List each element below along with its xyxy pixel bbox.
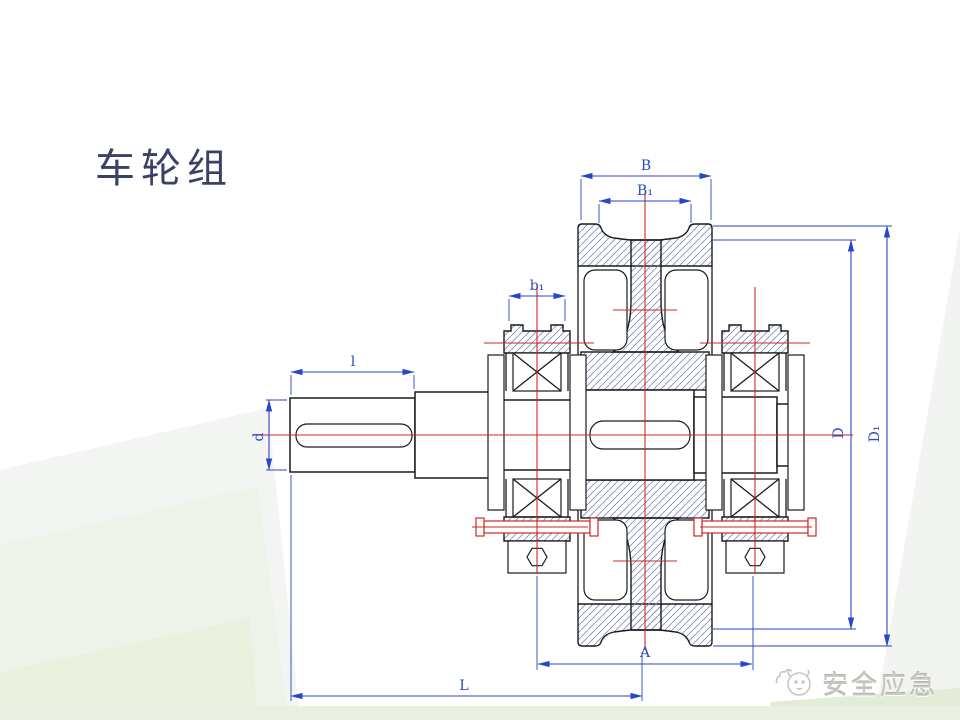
dimension-B: B — [580, 158, 712, 220]
dimension-L: L — [290, 475, 643, 701]
slide-title: 车轮组 — [95, 146, 233, 192]
centerlines — [253, 193, 853, 650]
right-bearing-assembly — [693, 324, 817, 574]
dimension-d: d — [251, 399, 287, 471]
dim-label-b1: b₁ — [530, 278, 545, 294]
dim-label-d: d — [251, 432, 267, 441]
dim-label-A: A — [639, 645, 651, 661]
sheep-logo-icon — [775, 668, 811, 696]
dimension-B1: B₁ — [598, 183, 692, 223]
dimension-D1: D₁ — [713, 225, 892, 647]
watermark: 安全应急 — [774, 665, 938, 702]
dim-label-D1: D₁ — [867, 426, 883, 443]
dim-label-l: l — [351, 354, 356, 370]
dimension-l: l — [290, 354, 415, 395]
dim-label-B: B — [641, 158, 651, 174]
dim-label-D: D — [831, 427, 847, 438]
dimension-D: D — [713, 239, 856, 630]
dimension-b1: b₁ — [508, 278, 566, 321]
watermark-brand: 安全应急 — [821, 671, 938, 701]
dim-label-B1: B₁ — [637, 183, 653, 199]
dim-label-L: L — [459, 678, 468, 694]
